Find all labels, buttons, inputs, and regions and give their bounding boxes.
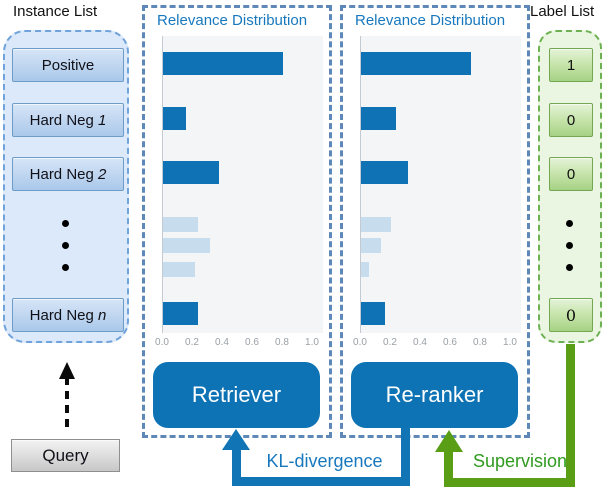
bar-Hard Neg n bbox=[361, 302, 385, 325]
bar-Hard Neg 1 bbox=[163, 107, 186, 130]
instance-item-hard-neg-1: Hard Neg 1 bbox=[12, 103, 124, 137]
reranker-panel: Relevance Distribution 0.0 0.2 0.4 0.6 0.8 1.… bbox=[340, 5, 530, 438]
kl-divergence-label: KL-divergence bbox=[266, 451, 383, 471]
chart-title: Relevance Distribution bbox=[157, 12, 308, 29]
x-tick-label: 0.4 bbox=[215, 337, 229, 348]
retriever-block: Retriever bbox=[153, 362, 320, 428]
instance-item-index: n bbox=[98, 306, 107, 324]
x-tick-label: 1.0 bbox=[503, 337, 517, 348]
bar-… bbox=[163, 262, 195, 277]
bar-… bbox=[361, 238, 381, 253]
bar-… bbox=[163, 217, 198, 232]
label-item: 1 bbox=[549, 48, 593, 82]
x-tick-label: 0.6 bbox=[245, 337, 259, 348]
instance-item-label: Hard Neg bbox=[29, 306, 99, 324]
query-box: Query bbox=[11, 439, 120, 472]
dot bbox=[566, 242, 573, 249]
label-list-title: Label List bbox=[530, 3, 595, 20]
bar-… bbox=[163, 238, 210, 253]
instance-item-label: Hard Neg bbox=[29, 111, 99, 129]
chart-title: Relevance Distribution bbox=[355, 12, 506, 29]
supervision-arrow-head-icon bbox=[435, 430, 463, 452]
relevance-bar-chart bbox=[162, 36, 323, 333]
ellipsis-dots bbox=[566, 220, 573, 271]
instance-list-title: Instance List bbox=[13, 3, 98, 20]
label-item: 0 bbox=[549, 298, 593, 332]
bar-… bbox=[361, 262, 369, 277]
x-tick-label: 0.0 bbox=[353, 337, 367, 348]
label-item: 0 bbox=[549, 157, 593, 191]
bar-Hard Neg n bbox=[163, 302, 198, 325]
instance-item-hard-neg-2: Hard Neg 2 bbox=[12, 157, 124, 191]
bar-Positive bbox=[163, 52, 283, 75]
instance-item-label: Hard Neg bbox=[29, 165, 99, 183]
reranker-block: Re-ranker bbox=[351, 362, 518, 428]
instance-list-container: Positive Hard Neg 1 Hard Neg 2 Hard Neg … bbox=[3, 30, 129, 343]
x-tick-label: 0.8 bbox=[275, 337, 289, 348]
label-list-container: 1 0 0 0 bbox=[538, 30, 602, 343]
query-arrow-head-icon bbox=[59, 362, 75, 379]
kl-arrow-segment bbox=[232, 447, 241, 482]
instance-item-index: 2 bbox=[98, 165, 107, 183]
retriever-label: Retriever bbox=[191, 382, 282, 407]
bar-… bbox=[361, 217, 391, 232]
supervision-segment bbox=[444, 478, 575, 487]
bar-Hard Neg 2 bbox=[163, 161, 219, 184]
supervision-segment bbox=[444, 450, 453, 482]
label-item: 0 bbox=[549, 103, 593, 137]
bar-Positive bbox=[361, 52, 471, 75]
x-tick-label: 0.6 bbox=[443, 337, 457, 348]
x-axis: 0.0 0.2 0.4 0.6 0.8 1.0 bbox=[353, 337, 520, 351]
instance-item-index: 1 bbox=[98, 111, 107, 129]
instance-item-label: Positive bbox=[41, 56, 95, 74]
kl-arrow-head-icon bbox=[222, 429, 250, 450]
reranker-label: Re-ranker bbox=[385, 382, 484, 407]
x-axis: 0.0 0.2 0.4 0.6 0.8 1.0 bbox=[155, 337, 322, 351]
kl-arrow-segment bbox=[232, 477, 410, 486]
query-arrow-line bbox=[65, 377, 69, 432]
x-tick-label: 1.0 bbox=[305, 337, 319, 348]
dot bbox=[62, 242, 69, 249]
kl-arrow-segment bbox=[401, 428, 410, 486]
x-tick-label: 0.4 bbox=[413, 337, 427, 348]
dot bbox=[566, 264, 573, 271]
bar-Hard Neg 1 bbox=[361, 107, 396, 130]
x-tick-label: 0.2 bbox=[383, 337, 397, 348]
x-tick-label: 0.0 bbox=[155, 337, 169, 348]
retriever-panel: Relevance Distribution 0.0 0.2 0.4 0.6 0.8 1.… bbox=[142, 5, 332, 438]
supervision-label: Supervision bbox=[472, 451, 568, 471]
supervision-segment bbox=[566, 344, 575, 487]
query-label: Query bbox=[42, 445, 89, 465]
x-tick-label: 0.8 bbox=[473, 337, 487, 348]
x-tick-label: 0.2 bbox=[185, 337, 199, 348]
bar-Hard Neg 2 bbox=[361, 161, 408, 184]
instance-item-hard-neg-n: Hard Neg n bbox=[12, 298, 124, 332]
dot bbox=[566, 220, 573, 227]
instance-item-positive: Positive bbox=[12, 48, 124, 82]
dot bbox=[62, 264, 69, 271]
relevance-bar-chart bbox=[360, 36, 521, 333]
dot bbox=[62, 220, 69, 227]
ellipsis-dots bbox=[62, 220, 69, 271]
